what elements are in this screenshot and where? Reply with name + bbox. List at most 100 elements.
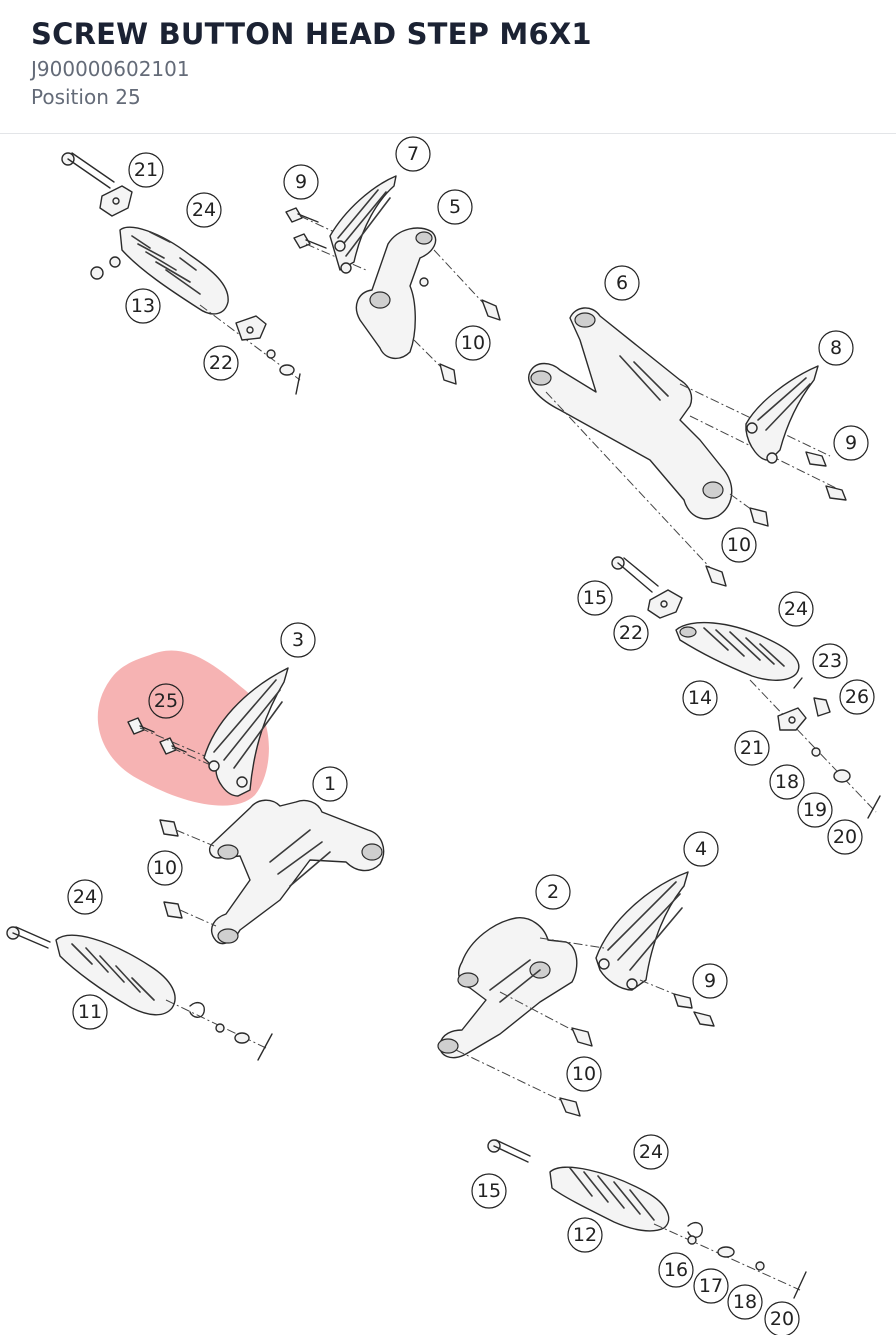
callout-10[interactable]: 10 [566, 1056, 602, 1092]
callout-circle [186, 192, 222, 228]
callout-number: 20 [833, 826, 857, 848]
callout-9[interactable]: 9 [283, 164, 319, 200]
callout-24[interactable]: 24 [186, 192, 222, 228]
callout-16[interactable]: 16 [658, 1252, 694, 1288]
callout-number: 21 [740, 737, 764, 759]
callout-25[interactable]: 25 [148, 683, 184, 719]
exploded-parts-diagram: 2124132297510689101522242326142118192032… [6, 136, 881, 1335]
callout-circle [283, 164, 319, 200]
callout-18[interactable]: 18 [727, 1284, 763, 1320]
callout-20[interactable]: 20 [764, 1301, 800, 1335]
callout-circle [437, 189, 473, 225]
callout-19[interactable]: 19 [797, 792, 833, 828]
callout-number: 15 [583, 587, 607, 609]
callout-number: 7 [407, 143, 419, 165]
callout-number: 1 [324, 773, 336, 795]
callout-22[interactable]: 22 [203, 345, 239, 381]
callout-number: 9 [845, 432, 857, 454]
callout-10[interactable]: 10 [147, 850, 183, 886]
callout-20[interactable]: 20 [827, 819, 863, 855]
callout-9[interactable]: 9 [833, 425, 869, 461]
callout-number: 21 [134, 159, 158, 181]
callout-circle [148, 683, 184, 719]
callout-21[interactable]: 21 [734, 730, 770, 766]
callout-15[interactable]: 15 [577, 580, 613, 616]
callout-number: 10 [153, 857, 177, 879]
callout-number: 13 [131, 295, 155, 317]
callout-circle [721, 527, 757, 563]
callout-number: 15 [477, 1180, 501, 1202]
callout-15[interactable]: 15 [471, 1173, 507, 1209]
callout-circle [128, 152, 164, 188]
callout-circle [72, 994, 108, 1030]
callout-circle [395, 136, 431, 172]
callout-circle [797, 792, 833, 828]
callout-11[interactable]: 11 [72, 994, 108, 1030]
callout-22[interactable]: 22 [613, 615, 649, 651]
callout-8[interactable]: 8 [818, 330, 854, 366]
callout-number: 22 [619, 622, 643, 644]
callout-21[interactable]: 21 [128, 152, 164, 188]
position-label: Position 25 [31, 85, 141, 109]
part-header: SCREW BUTTON HEAD STEP M6X1 J90000060210… [0, 0, 896, 134]
callout-6[interactable]: 6 [604, 265, 640, 301]
callout-24[interactable]: 24 [633, 1134, 669, 1170]
callout-12[interactable]: 12 [567, 1217, 603, 1253]
callout-14[interactable]: 14 [682, 680, 718, 716]
callout-13[interactable]: 13 [125, 288, 161, 324]
callout-circle [778, 591, 814, 627]
callout-10[interactable]: 10 [721, 527, 757, 563]
callout-17[interactable]: 17 [693, 1268, 729, 1304]
callout-circle [812, 643, 848, 679]
callout-circle [125, 288, 161, 324]
callout-3[interactable]: 3 [280, 622, 316, 658]
callout-number: 24 [73, 886, 97, 908]
callout-number: 18 [775, 771, 799, 793]
callout-number: 19 [803, 799, 827, 821]
callout-7[interactable]: 7 [395, 136, 431, 172]
callout-circle [734, 730, 770, 766]
bracket-heel-guard-6-8 [528, 307, 847, 587]
callout-number: 20 [770, 1308, 794, 1330]
callout-layer: 2124132297510689101522242326142118192032… [67, 136, 875, 1335]
callout-18[interactable]: 18 [769, 764, 805, 800]
callout-number: 22 [209, 352, 233, 374]
callout-circle [604, 265, 640, 301]
callout-circle [566, 1056, 602, 1092]
callout-number: 26 [845, 686, 869, 708]
callout-number: 10 [461, 332, 485, 354]
callout-2[interactable]: 2 [535, 874, 571, 910]
callout-number: 23 [818, 650, 842, 672]
callout-4[interactable]: 4 [683, 831, 719, 867]
callout-number: 24 [784, 598, 808, 620]
callout-5[interactable]: 5 [437, 189, 473, 225]
callout-26[interactable]: 26 [839, 679, 875, 715]
callout-number: 4 [695, 838, 707, 860]
callout-number: 24 [192, 199, 216, 221]
callout-circle [727, 1284, 763, 1320]
callout-number: 14 [688, 687, 712, 709]
callout-circle [693, 1268, 729, 1304]
footpeg-assembly-11 [6, 926, 273, 1061]
callout-9[interactable]: 9 [692, 963, 728, 999]
callout-circle [633, 1134, 669, 1170]
heel-guard-bracket-3-1 [127, 667, 385, 945]
callout-circle [455, 325, 491, 361]
callout-circle [833, 425, 869, 461]
callout-10[interactable]: 10 [455, 325, 491, 361]
callout-circle [613, 615, 649, 651]
callout-number: 2 [547, 881, 559, 903]
callout-number: 10 [572, 1063, 596, 1085]
callout-circle [203, 345, 239, 381]
callout-number: 16 [664, 1259, 688, 1281]
callout-circle [658, 1252, 694, 1288]
callout-number: 9 [295, 171, 307, 193]
callout-24[interactable]: 24 [778, 591, 814, 627]
callout-24[interactable]: 24 [67, 879, 103, 915]
callout-circle [692, 963, 728, 999]
callout-1[interactable]: 1 [312, 766, 348, 802]
callout-circle [471, 1173, 507, 1209]
footpeg-assembly-14 [611, 556, 881, 819]
callout-23[interactable]: 23 [812, 643, 848, 679]
footpeg-assembly-12 [487, 1139, 807, 1299]
